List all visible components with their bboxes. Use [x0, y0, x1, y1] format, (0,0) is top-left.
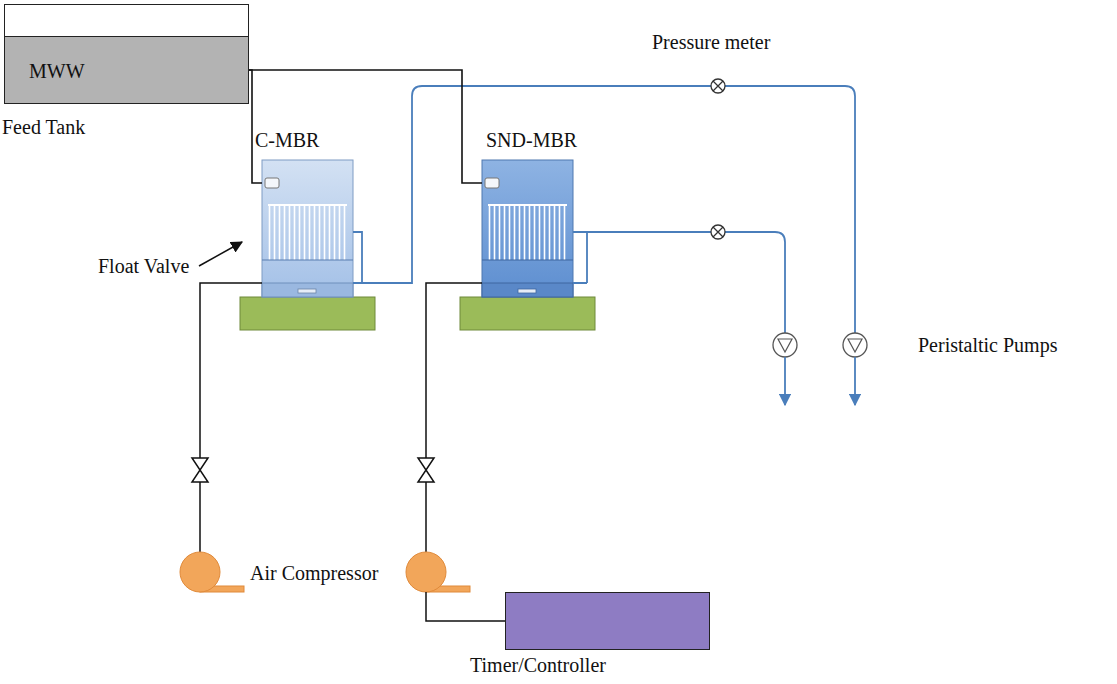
- illustration-part: [265, 178, 279, 188]
- component-label: Peristaltic Pumps: [918, 333, 1057, 357]
- permeate-line: [353, 86, 855, 333]
- illustration-part: [406, 552, 446, 592]
- illustration-part: [711, 79, 725, 93]
- pump-symbol: [843, 333, 867, 357]
- outflow-arrow: [854, 357, 856, 405]
- feed-tank: MWWFeed Tank: [4, 4, 249, 104]
- pressure-meter-symbol: [711, 79, 725, 93]
- illustration-part: [262, 259, 353, 260]
- illustration-part: [485, 178, 499, 188]
- valve-symbol: [418, 458, 434, 482]
- node-heading: Timer/Controller: [470, 653, 673, 677]
- illustration-part: [268, 205, 347, 260]
- outflow-arrow: [784, 357, 786, 405]
- node-heading: SND-MBR: [486, 128, 577, 152]
- pipe-connector: [249, 70, 482, 183]
- illustration-part: [488, 204, 567, 206]
- node-heading: C-MBR: [255, 128, 346, 152]
- illustration-part: [518, 289, 536, 293]
- reactor-tank: SND-MBR: [482, 160, 573, 297]
- label-text: Pressure meter: [652, 30, 770, 54]
- valve-symbol: [192, 458, 208, 482]
- reactor-body: [482, 160, 573, 297]
- permeate-line: [573, 232, 785, 333]
- illustration-part: [482, 160, 573, 297]
- stirrer-plate: [240, 297, 375, 330]
- air-line: [200, 283, 262, 552]
- illustration-part: [778, 339, 792, 352]
- timer-controller-box: Timer/Controller: [505, 592, 710, 650]
- label-text: Air Compressor: [250, 561, 378, 585]
- illustration-part: [843, 333, 867, 357]
- control-wire: [426, 592, 505, 621]
- air-compressor-symbol: [406, 552, 470, 592]
- illustration-part: [262, 160, 353, 297]
- pressure-meter-symbol: [711, 225, 725, 239]
- label-text: Float Valve: [98, 254, 189, 278]
- illustration-part: [713, 81, 723, 91]
- illustration-part: [711, 225, 725, 239]
- pipe-connector: [249, 70, 262, 183]
- illustration-part: [262, 283, 353, 297]
- stirrer-plate: [460, 297, 595, 330]
- illustration-part: [482, 259, 573, 260]
- leader-arrow: [199, 242, 242, 266]
- component-label: Pressure meter: [652, 30, 770, 54]
- illustration-part: [773, 333, 797, 357]
- illustration-part: [180, 552, 220, 592]
- illustration-part: [298, 289, 316, 293]
- label-text: Peristaltic Pumps: [918, 333, 1057, 357]
- pump-symbol: [773, 333, 797, 357]
- reactor-body: [262, 160, 353, 297]
- illustration-part: [848, 339, 862, 352]
- node-text: MWW: [29, 59, 272, 83]
- reactor-tank: C-MBR: [262, 160, 353, 297]
- illustration-part: [713, 227, 723, 237]
- illustration-part: [482, 283, 573, 297]
- component-label: Float Valve: [98, 254, 189, 278]
- air-compressor-symbol: [180, 552, 244, 592]
- node-heading: Feed Tank: [2, 115, 245, 139]
- component-label: Air Compressor: [250, 561, 378, 585]
- illustration-part: [268, 204, 347, 206]
- air-line: [426, 283, 482, 552]
- illustration-part: [488, 205, 567, 260]
